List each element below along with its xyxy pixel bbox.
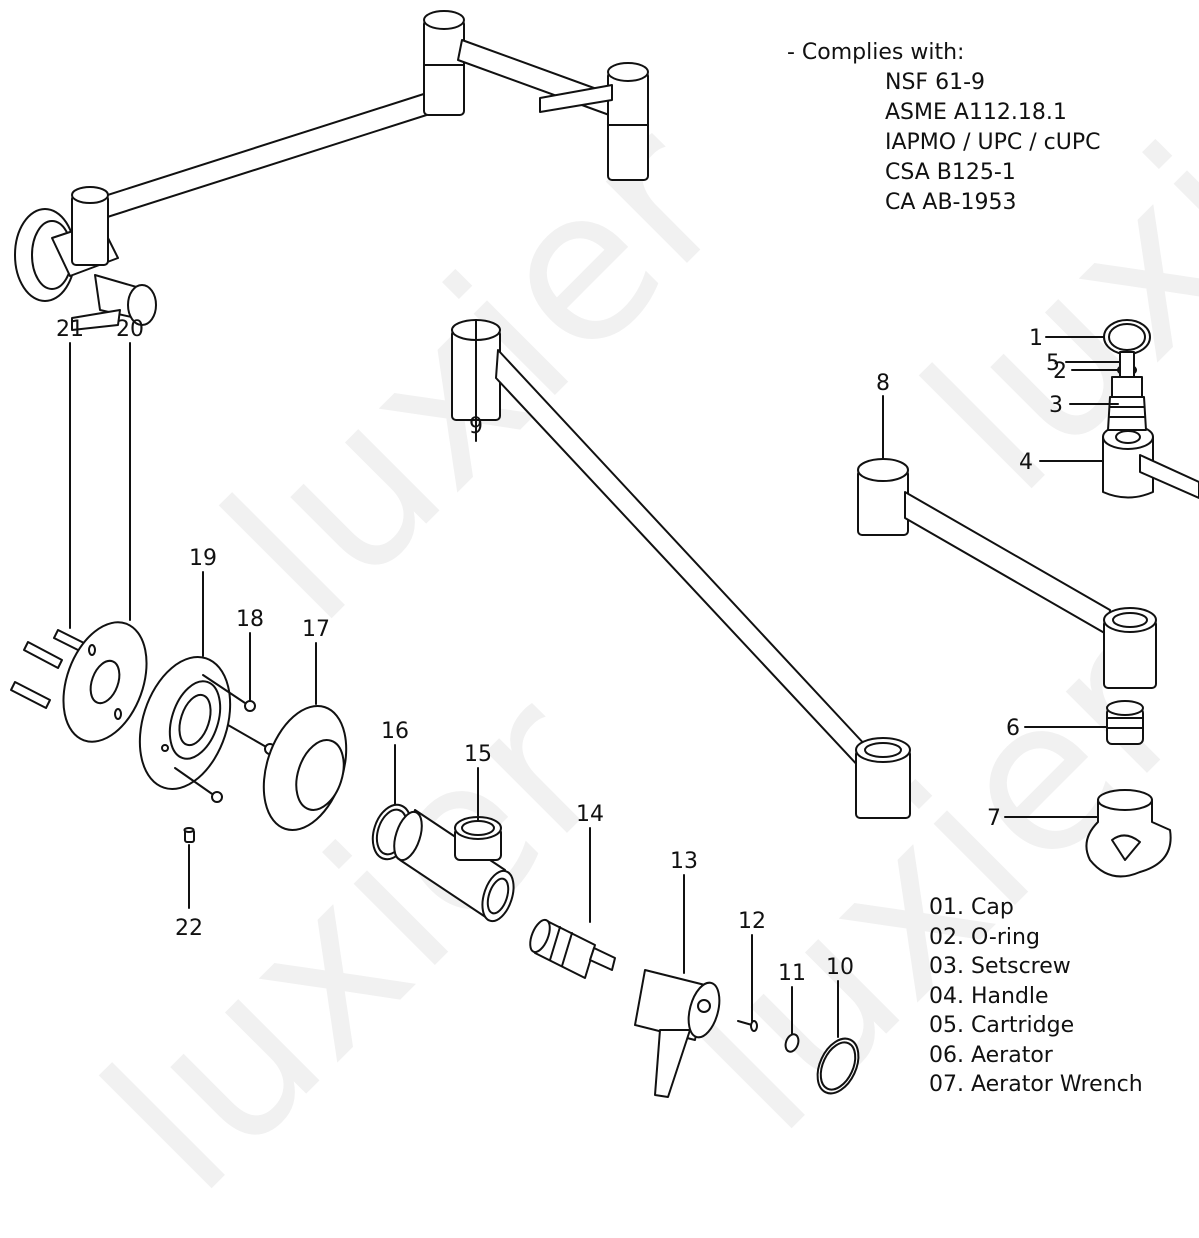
- callout-12: 12: [738, 909, 766, 934]
- callout-22: 22: [175, 916, 203, 941]
- legend-item: 07. Aerator Wrench: [929, 1072, 1143, 1097]
- exploded-parts-diagram: 1 2 3 4 5 6 7 8 9 10 11 12 13 14 15 16 1…: [10, 10, 1199, 1098]
- callout-20: 20: [116, 317, 144, 342]
- leader-lines: [69, 319, 1121, 1038]
- compliance-heading: - Complies with:: [787, 40, 965, 65]
- callout-11: 11: [778, 961, 806, 986]
- callout-8: 8: [876, 371, 890, 396]
- callout-16: 16: [381, 719, 409, 744]
- o-ring-11: [784, 1033, 800, 1053]
- setscrew-22: [183, 827, 195, 843]
- callout-10: 10: [826, 955, 854, 980]
- cartridge-5: [1107, 351, 1147, 431]
- standard-item: ASME A112.18.1: [885, 100, 1067, 125]
- callout-21: 21: [56, 317, 84, 342]
- handle-13: [634, 969, 721, 1098]
- callout-13: 13: [670, 849, 698, 874]
- compliance-block: - Complies with: NSF 61-9 ASME A112.18.1…: [787, 38, 1100, 218]
- legend-item: 02. O-ring: [929, 924, 1040, 950]
- mounting-bracket-19: [138, 656, 232, 790]
- valve-body-15: [393, 809, 515, 923]
- callout-18: 18: [236, 607, 264, 632]
- standard-item: NSF 61-9: [885, 70, 985, 95]
- legend-item: 03. Setscrew: [929, 954, 1071, 979]
- callout-2: 2: [1053, 359, 1067, 384]
- legend-item: 01. Cap: [929, 895, 1014, 920]
- callout-19: 19: [189, 546, 217, 571]
- standard-item: IAPMO / UPC / cUPC: [885, 130, 1101, 155]
- escutcheon-17: [262, 705, 348, 831]
- callout-5: 5: [1046, 351, 1060, 376]
- callout-6: 6: [1006, 716, 1020, 741]
- aerator-wrench-7: [1085, 789, 1172, 878]
- standard-item: CA AB-1953: [885, 190, 1017, 215]
- standard-item: CSA B125-1: [885, 160, 1016, 185]
- assembled-faucet-illustration: [14, 10, 649, 331]
- long-arm-9: [451, 319, 911, 819]
- callout-4: 4: [1019, 450, 1033, 475]
- mounting-plate-20: [62, 621, 148, 743]
- callout-9: 9: [469, 414, 483, 439]
- callout-17: 17: [302, 617, 330, 642]
- setscrew-12: [737, 1020, 758, 1032]
- callout-1: 1: [1029, 326, 1043, 351]
- spout-arm-8: [857, 458, 1157, 689]
- aerator-6: [1106, 700, 1144, 745]
- callout-7: 7: [987, 806, 1001, 831]
- handle-4: [1102, 424, 1199, 499]
- legend-item: 06. Aerator: [929, 1042, 1053, 1068]
- callout-15: 15: [464, 742, 492, 767]
- callout-14: 14: [576, 802, 604, 827]
- callout-3: 3: [1049, 393, 1063, 418]
- legend-item: 05. Cartridge: [929, 1013, 1075, 1038]
- legend-item: 04. Handle: [929, 983, 1049, 1009]
- parts-legend: 01. Cap 02. O-ring 03. Setscrew 04. Hand…: [929, 893, 1143, 1100]
- cartridge-14: [529, 918, 616, 979]
- screws-18: [174, 674, 276, 803]
